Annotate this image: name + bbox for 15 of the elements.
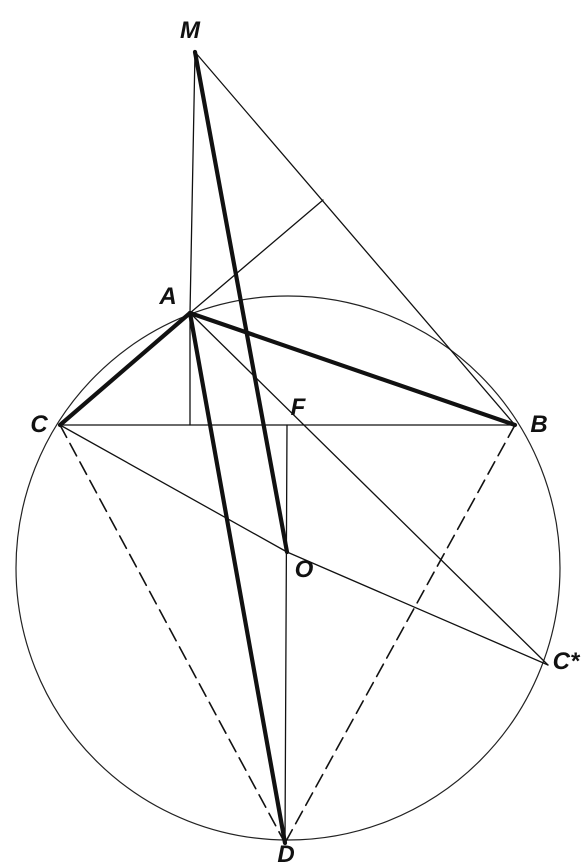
point-label: M [180, 19, 200, 43]
line-segment [189, 199, 324, 314]
point-label: C* [552, 650, 580, 674]
line-segment [59, 424, 286, 844]
point-label: A [159, 285, 177, 309]
line-segment [59, 424, 288, 553]
point-label: F [290, 396, 306, 420]
point-label: D [277, 843, 295, 867]
line-segment [284, 424, 516, 844]
point-label: O [294, 558, 314, 582]
line-segment [188, 310, 288, 846]
point-label: B [530, 413, 548, 437]
line-segment [286, 551, 549, 666]
line-segment [192, 50, 290, 554]
point-label: C [30, 413, 48, 437]
